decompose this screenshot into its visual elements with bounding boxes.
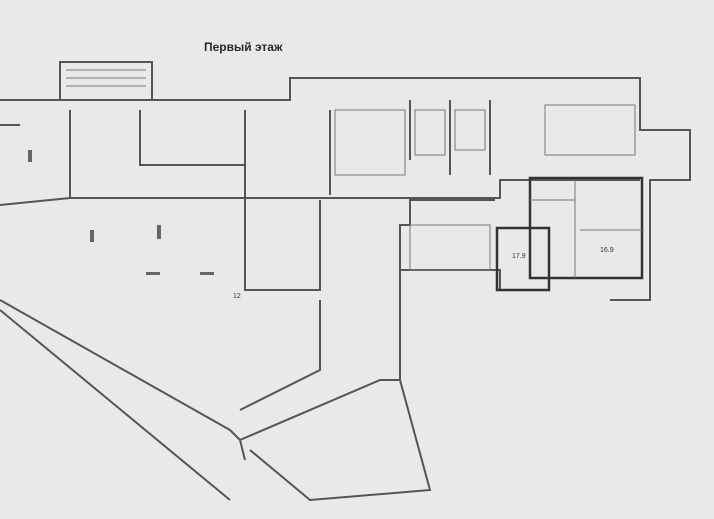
main-corridor-walls bbox=[0, 77, 691, 502]
floor-title: Первый этаж bbox=[204, 40, 283, 54]
stairwell-left bbox=[59, 61, 153, 101]
room-label: 12 bbox=[233, 293, 241, 300]
room-label: 17.9 bbox=[512, 253, 526, 260]
office-rooms bbox=[334, 104, 636, 271]
highlighted-unit: 17.9 16.9 bbox=[495, 176, 644, 292]
room-label: 16.9 bbox=[600, 247, 614, 254]
columns: 12 bbox=[28, 150, 241, 300]
